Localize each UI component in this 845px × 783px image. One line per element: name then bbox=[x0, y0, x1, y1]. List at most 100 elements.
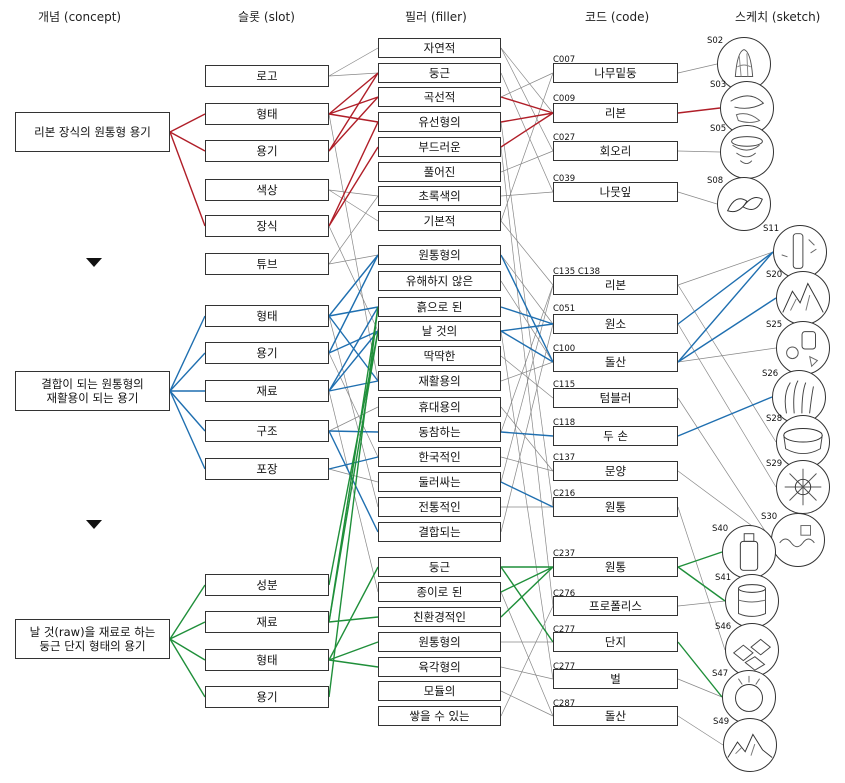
code-id-label: C276 bbox=[553, 589, 576, 599]
sketch-drawing bbox=[779, 525, 815, 548]
filler-box: 기본적 bbox=[378, 211, 501, 231]
concept-slot-link bbox=[169, 352, 206, 392]
filler-box: 유해하지 않은 bbox=[378, 271, 501, 291]
sketch-id-label: S11 bbox=[763, 224, 780, 234]
slot-filler-link bbox=[328, 330, 379, 392]
code-sketch-link bbox=[677, 150, 721, 153]
sketch-id-label: S08 bbox=[707, 176, 724, 186]
filler-code-link bbox=[500, 254, 554, 363]
code-box: 문양 bbox=[553, 461, 678, 481]
filler-box: 쌓을 수 있는 bbox=[378, 706, 501, 726]
filler-box: 날 것의 bbox=[378, 321, 501, 341]
filler-code-link bbox=[500, 456, 554, 472]
code-sketch-link bbox=[677, 347, 777, 363]
sketch-thumbnail bbox=[725, 623, 779, 677]
filler-box: 한국적인 bbox=[378, 447, 501, 467]
code-box: 돌산 bbox=[553, 706, 678, 726]
slot-filler-link bbox=[328, 113, 379, 382]
slot-filler-link bbox=[328, 430, 379, 433]
slot-box: 장식 bbox=[205, 215, 329, 237]
slot-box: 형태 bbox=[205, 103, 329, 125]
filler-code-link bbox=[500, 47, 554, 114]
slot-filler-link bbox=[328, 72, 379, 115]
sketch-thumbnail bbox=[720, 125, 774, 179]
sketch-drawing bbox=[784, 380, 814, 414]
sketch-thumbnail bbox=[771, 513, 825, 567]
slot-filler-link bbox=[328, 406, 379, 432]
code-id-label: C007 bbox=[553, 55, 576, 65]
concept-slot-link bbox=[169, 390, 206, 432]
filler-code-link bbox=[500, 323, 554, 332]
code-sketch-link bbox=[677, 397, 772, 541]
slot-filler-link bbox=[328, 47, 379, 77]
slot-box: 성분 bbox=[205, 574, 329, 596]
sketch-thumbnail bbox=[776, 271, 830, 325]
filler-code-link bbox=[500, 605, 554, 717]
filler-code-link bbox=[500, 72, 554, 222]
code-sketch-link bbox=[677, 191, 718, 205]
filler-box: 모듈의 bbox=[378, 681, 501, 701]
sketch-drawing bbox=[734, 49, 754, 77]
filler-code-link bbox=[500, 431, 554, 437]
filler-box: 종이로 된 bbox=[378, 582, 501, 602]
header-slot: 슬롯 (slot) bbox=[238, 10, 295, 24]
filler-box: 곡선적 bbox=[378, 87, 501, 107]
sketch-drawing bbox=[739, 533, 759, 571]
code-sketch-link bbox=[677, 323, 777, 488]
concept-slot-link bbox=[169, 390, 206, 470]
filler-code-link bbox=[500, 72, 554, 98]
filler-code-link bbox=[500, 481, 554, 508]
code-id-label: C115 bbox=[553, 380, 576, 390]
slot-filler-link bbox=[328, 641, 379, 661]
filler-code-link bbox=[500, 121, 554, 508]
filler-code-link bbox=[500, 330, 554, 680]
code-id-label: C118 bbox=[553, 418, 576, 428]
code-sketch-link bbox=[677, 506, 726, 651]
filler-code-link bbox=[500, 112, 554, 123]
code-sketch-link bbox=[677, 600, 726, 607]
filler-code-link bbox=[500, 361, 554, 382]
code-box: 나뭇잎 bbox=[553, 182, 678, 202]
sketch-id-label: S46 bbox=[715, 622, 732, 632]
slot-filler-link bbox=[328, 430, 379, 533]
sketch-drawing bbox=[783, 428, 823, 455]
slot-box: 형태 bbox=[205, 649, 329, 671]
filler-box: 원통형의 bbox=[378, 632, 501, 652]
code-id-label: C216 bbox=[553, 489, 576, 499]
sketch-drawing bbox=[727, 733, 773, 758]
code-id-label: C135 C138 bbox=[553, 267, 601, 277]
filler-box: 둥근 bbox=[378, 557, 501, 577]
concept-slot-link bbox=[169, 131, 206, 152]
filler-code-link bbox=[500, 566, 554, 593]
slot-filler-link bbox=[328, 72, 379, 77]
code-sketch-link bbox=[677, 107, 721, 114]
sketch-id-label: S28 bbox=[766, 414, 783, 424]
filler-box: 흙으로 된 bbox=[378, 297, 501, 317]
filler-code-link bbox=[500, 406, 554, 472]
sketch-id-label: S47 bbox=[712, 669, 729, 679]
code-id-label: C237 bbox=[553, 549, 576, 559]
filler-box: 재활용의 bbox=[378, 371, 501, 391]
slot-filler-link bbox=[328, 330, 379, 623]
concept-slot-link bbox=[169, 638, 206, 698]
code-sketch-link bbox=[677, 641, 723, 698]
code-sketch-link bbox=[677, 396, 773, 437]
filler-code-link bbox=[500, 323, 554, 533]
filler-box: 자연적 bbox=[378, 38, 501, 58]
slot-filler-link bbox=[328, 254, 379, 265]
slot-box: 형태 bbox=[205, 305, 329, 327]
code-id-label: C287 bbox=[553, 699, 576, 709]
sketch-id-label: S41 bbox=[715, 573, 732, 583]
filler-box: 둘러싸는 bbox=[378, 472, 501, 492]
concept-box: 결합이 되는 원통형의 재활용이 되는 용기 bbox=[15, 371, 170, 411]
slot-filler-link bbox=[328, 189, 379, 222]
slot-filler-link bbox=[328, 146, 379, 227]
filler-box: 전통적인 bbox=[378, 497, 501, 517]
sketch-thumbnail bbox=[776, 321, 830, 375]
slot-filler-link bbox=[328, 254, 379, 317]
sketch-thumbnail bbox=[773, 225, 827, 279]
slot-filler-link bbox=[328, 254, 379, 354]
concept-slot-link bbox=[169, 131, 206, 227]
sketch-id-label: S02 bbox=[707, 36, 724, 46]
